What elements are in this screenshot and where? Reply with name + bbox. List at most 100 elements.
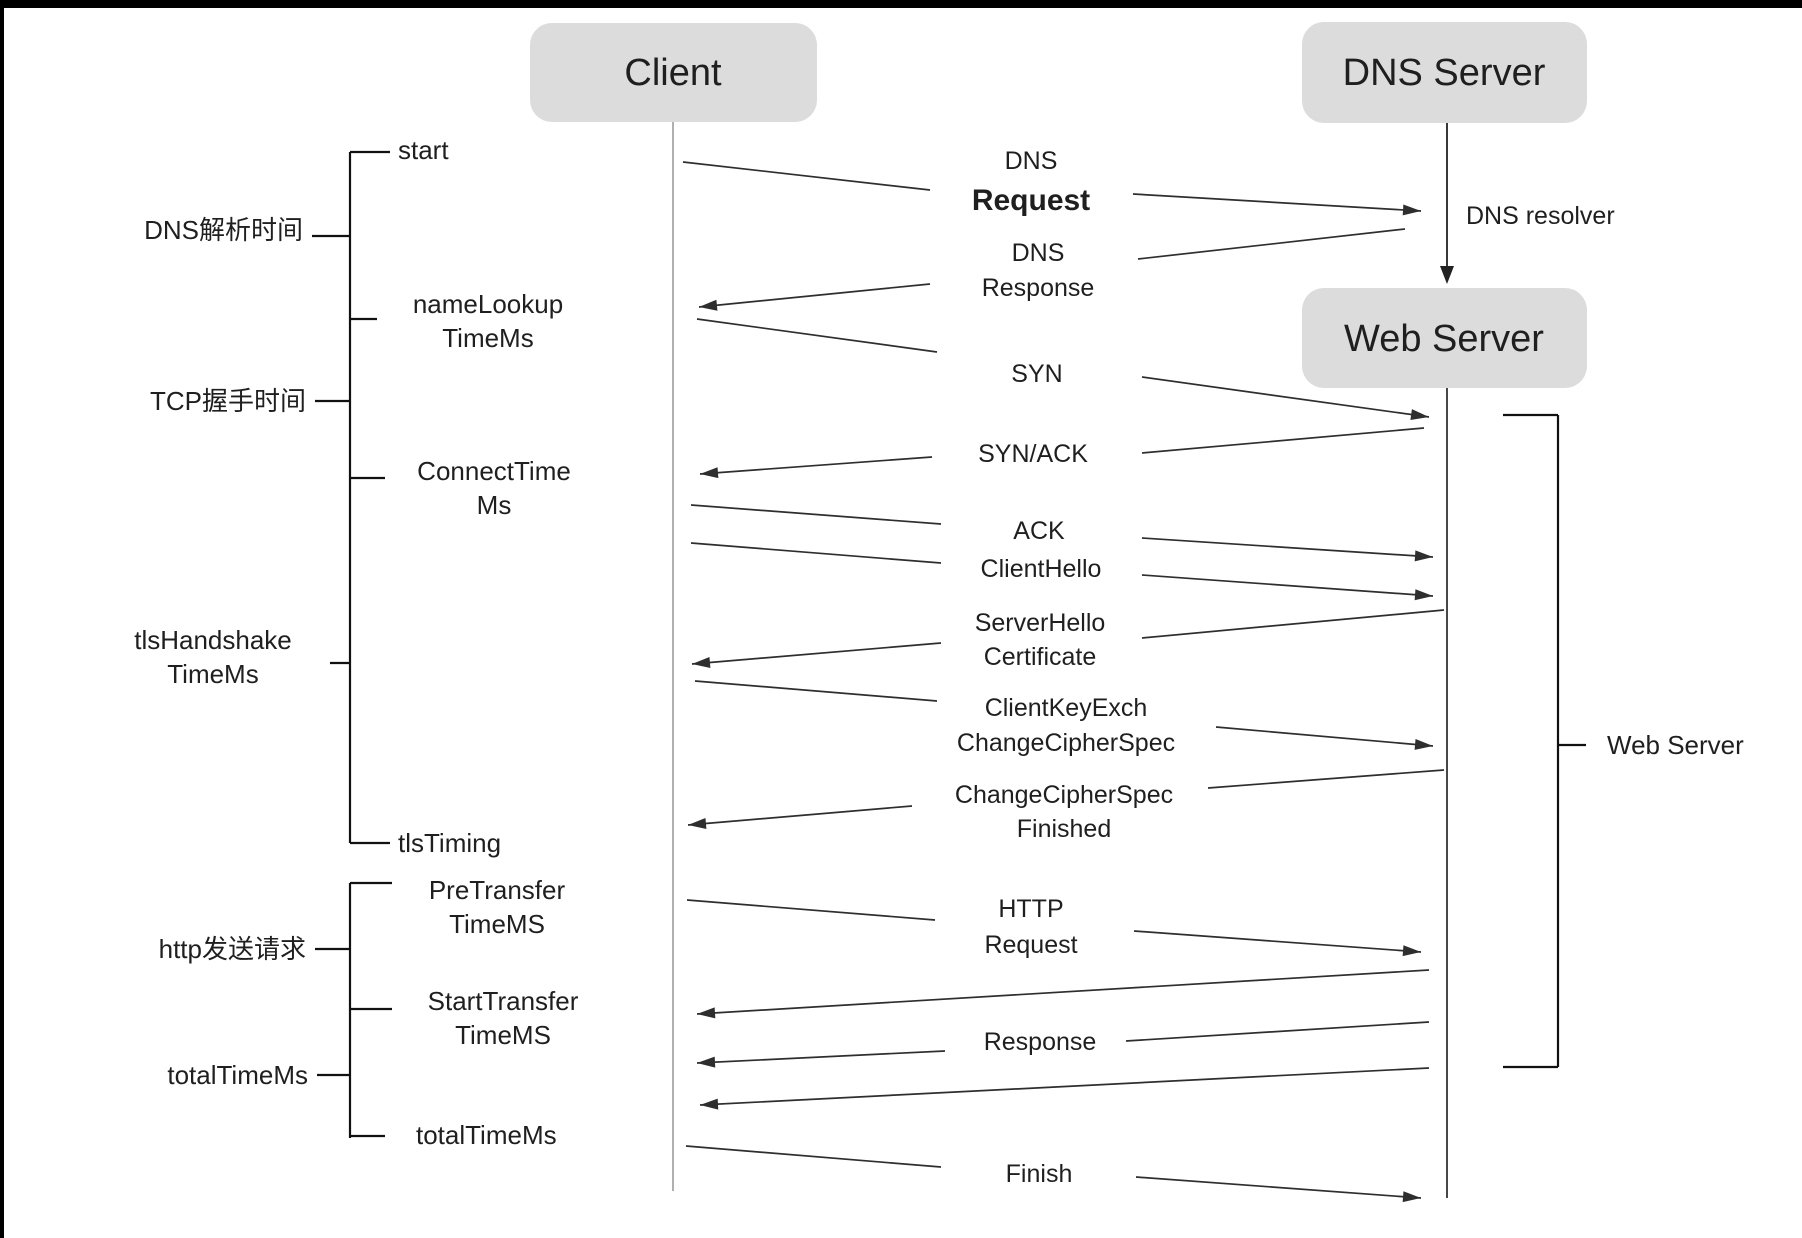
message-line (699, 456, 933, 475)
arrowhead-icon (1402, 945, 1421, 957)
message-label: ChangeCipherSpec (955, 781, 1173, 809)
dns-server-label: DNS Server (1343, 52, 1546, 94)
message-line (694, 680, 938, 702)
arrowhead-icon (692, 657, 711, 668)
timing-bracket-upper: startDNS解析时间nameLookupTimeMsTCP握手时间Conne… (134, 135, 571, 858)
message-line (687, 805, 913, 826)
message-line (1141, 376, 1430, 418)
dns-server-box (1302, 22, 1587, 123)
timing-bracket-lower-tick-label: TimeMS (455, 1020, 551, 1050)
web-server-bracket-tick-label: Web Server (1607, 730, 1744, 760)
message-line (691, 642, 942, 665)
message-response-data-1 (696, 969, 1430, 1019)
message-line (699, 1067, 1430, 1106)
arrowhead-icon (697, 1056, 716, 1068)
message-response-data-2 (699, 1067, 1430, 1110)
timing-bracket-upper-tick-label: DNS解析时间 (144, 215, 303, 245)
client-label: Client (624, 52, 722, 94)
message-line (1133, 930, 1422, 953)
timing-bracket-lower-tick-label: totalTimeMs (416, 1120, 557, 1150)
message-syn-ack: SYN/ACK (699, 427, 1425, 479)
message-line (1141, 537, 1434, 558)
actor-dns-server: DNS Server (1302, 22, 1587, 284)
message-line (1132, 193, 1422, 212)
timing-bracket-upper-tick-label: Ms (477, 490, 512, 520)
arrowhead-icon (1402, 1191, 1421, 1203)
arrowhead-icon (1402, 204, 1421, 216)
message-label: Finished (1017, 815, 1112, 843)
arrowhead-icon (700, 467, 719, 479)
message-line (1141, 427, 1425, 454)
web-server-bracket: Web Server (1503, 413, 1744, 1069)
message-line (1137, 228, 1406, 260)
message-line (696, 318, 938, 353)
message-label: HTTP (998, 895, 1063, 923)
message-line (1135, 1176, 1422, 1199)
message-label: Request (972, 184, 1090, 217)
timing-bracket-upper-tick-label: nameLookup (413, 289, 563, 319)
timing-bracket-upper-tick-label: TimeMs (167, 659, 258, 689)
screenshot-border-top (0, 0, 1802, 8)
message-line (686, 899, 936, 921)
timing-bracket-lower-tick-label: totalTimeMs (167, 1060, 308, 1090)
timing-bracket-lower-tick-label: TimeMS (449, 909, 545, 939)
message-ack: ACK (690, 504, 1434, 562)
arrowhead-icon (1414, 550, 1433, 562)
arrowhead-icon (1414, 589, 1433, 601)
message-line (1125, 1021, 1430, 1042)
timing-bracket-upper-tick-label: TimeMs (442, 323, 533, 353)
timing-bracket-lower-tick-label: StartTransfer (428, 986, 579, 1016)
timing-bracket-lower: PreTransferTimeMShttp发送请求StartTransferTi… (159, 875, 579, 1150)
arrowhead-icon (688, 817, 707, 829)
timing-bracket-upper-tick-label: start (398, 135, 449, 165)
timing-bracket-upper-tick-label: tlsTiming (398, 828, 501, 858)
message-label: ServerHello (975, 609, 1106, 637)
actor-web-server: Web Server (1302, 288, 1587, 1198)
arrow-down-icon (1440, 266, 1454, 284)
message-label: DNS (1012, 239, 1065, 267)
message-http-request: HTTP Request (686, 895, 1422, 959)
message-line (685, 1145, 942, 1168)
web-server-label: Web Server (1344, 318, 1544, 360)
timing-bracket-upper-tick-label: tlsHandshake (134, 625, 292, 655)
message-label: DNS (1005, 147, 1058, 175)
arrowhead-icon (697, 1007, 716, 1019)
message-line (1141, 574, 1434, 597)
message-line (682, 161, 931, 191)
message-line (1141, 609, 1445, 639)
arrowhead-icon (1414, 738, 1433, 750)
screenshot-border-left (0, 0, 4, 1238)
dns-resolver-label: DNS resolver (1466, 202, 1615, 230)
message-label: SYN/ACK (978, 440, 1088, 468)
timing-bracket-lower-tick-label: http发送请求 (159, 934, 306, 964)
message-label: ACK (1013, 517, 1065, 545)
message-line (696, 969, 1430, 1015)
actor-client: Client (530, 23, 817, 1191)
message-dns-request: DNS Request (682, 147, 1422, 217)
message-label: SYN (1011, 360, 1062, 388)
arrowhead-icon (1410, 409, 1429, 420)
timing-bracket-upper-tick-label: ConnectTime (417, 456, 571, 486)
message-finish: Finish (685, 1145, 1422, 1203)
message-line (1215, 726, 1434, 747)
message-syn: SYN (696, 318, 1430, 420)
message-label: Response (982, 274, 1095, 302)
message-client-hello: ClientHello (690, 542, 1434, 601)
message-label: ClientKeyExch (985, 694, 1148, 722)
message-label: Response (984, 1028, 1097, 1056)
client-box (530, 23, 817, 122)
timing-bracket-upper-tick-label: TCP握手时间 (150, 386, 306, 416)
arrowhead-icon (699, 299, 718, 311)
timing-bracket-lower-tick-label: PreTransfer (429, 875, 566, 905)
message-line (698, 283, 931, 308)
message-line (696, 1050, 946, 1064)
message-label: Request (984, 931, 1077, 959)
message-line (1207, 769, 1445, 789)
message-line (690, 542, 942, 564)
web-server-box (1302, 288, 1587, 388)
message-label: ClientHello (981, 555, 1102, 583)
